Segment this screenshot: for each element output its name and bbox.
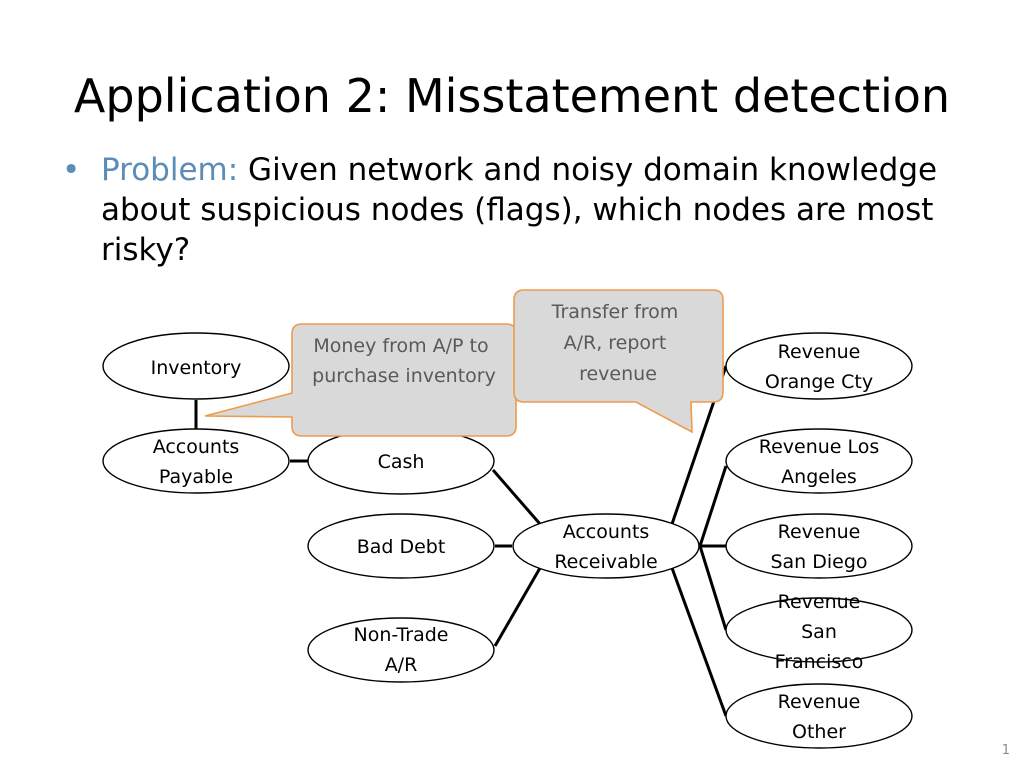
node-accounts-receivable — [512, 513, 700, 579]
edges — [194, 365, 728, 717]
callouts: Money from A/P to purchase inventory Tra… — [204, 289, 724, 437]
label-inventory: Inventory — [151, 357, 242, 379]
callout-transfer-from-ar-text: Transfer from A/R, report revenue — [551, 301, 685, 385]
node-revenue-la — [725, 428, 913, 494]
callout-money-from-ap-text: Money from A/P to purchase inventory — [312, 335, 496, 387]
node-revenue-other — [725, 683, 913, 749]
node-revenue-sf — [725, 597, 913, 663]
edge-ar-la — [698, 465, 728, 547]
node-non-trade-ar — [307, 617, 495, 683]
node-bad-debt — [307, 513, 495, 579]
nodes — [102, 332, 913, 749]
label-bad-debt: Bad Debt — [357, 536, 446, 558]
bullet-text: Problem: Given network and noisy domain … — [101, 150, 971, 270]
bullet-body: Given network and noisy domain knowledge… — [101, 152, 938, 268]
page-number: 1 — [1001, 743, 1010, 758]
node-inventory — [102, 332, 290, 400]
edge-cash-ar — [491, 469, 542, 525]
bullet-lead: Problem: — [101, 152, 239, 188]
node-revenue-orange — [725, 332, 913, 400]
slide-title: Application 2: Misstatement detection — [73, 69, 951, 123]
edge-nontrade-ar — [493, 567, 542, 647]
node-revenue-sd — [725, 513, 913, 579]
node-accounts-payable — [102, 428, 290, 494]
label-cash: Cash — [378, 451, 425, 473]
edge-ar-other — [670, 567, 728, 717]
edge-ar-sf — [698, 545, 728, 631]
callout-transfer-from-ar-shape — [513, 289, 724, 434]
bullet-dot-icon: • — [62, 152, 81, 188]
